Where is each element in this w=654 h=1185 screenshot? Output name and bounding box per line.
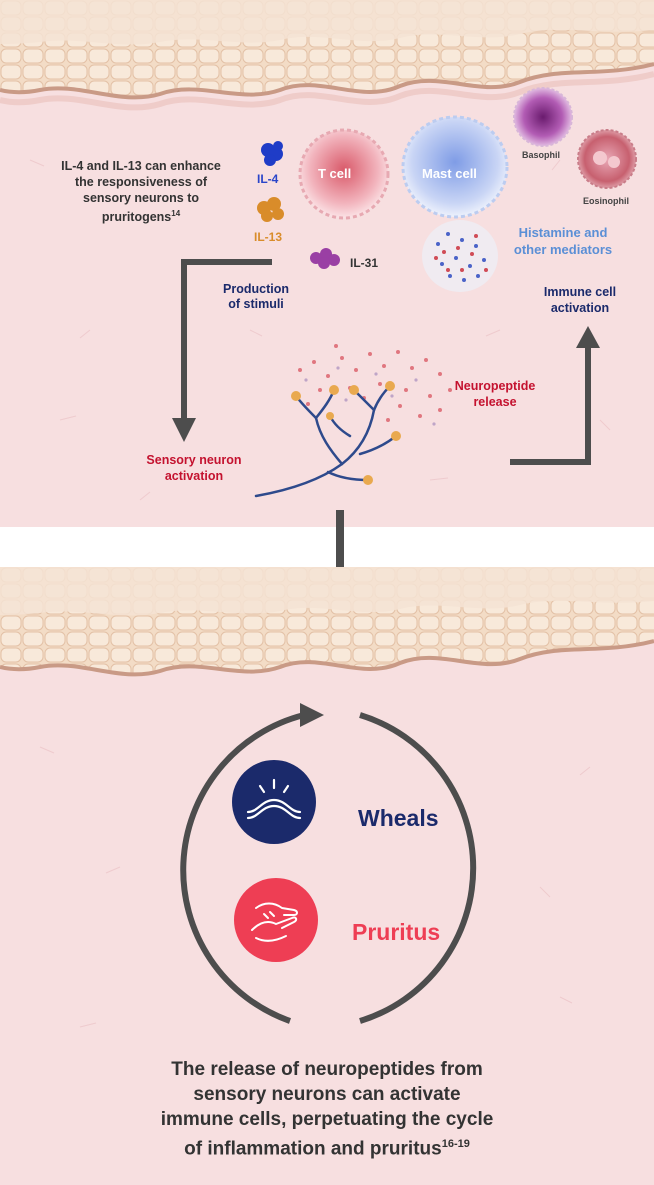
mediator-granules-icon (422, 220, 498, 292)
histamine-mediators-label: Histamine and other mediators (498, 224, 628, 258)
cytokine-note-line-2: the responsiveness of (75, 175, 207, 189)
cytokine-note-line-1: IL-4 and IL-13 can enhance (61, 159, 221, 173)
caption-reference: 16-19 (441, 1138, 470, 1150)
t-cell-label: T cell (318, 166, 352, 181)
cycle-caption: The release of neuropeptides from sensor… (100, 1057, 554, 1161)
production-line-1: Production (223, 282, 289, 296)
production-line-2: of stimuli (228, 297, 284, 311)
caption-line-4: of inflammation and pruritus (184, 1138, 442, 1160)
cycle-panel: Wheals Pruritus The release of neuropept… (0, 567, 654, 1185)
wheals-label: Wheals (358, 805, 439, 831)
neuropeptide-to-immune-arrow (510, 346, 591, 465)
histamine-line-2: other mediators (513, 242, 613, 257)
il31-protein-icon (310, 248, 340, 269)
immune-cell-activation-label: Immune cell activation (530, 284, 630, 316)
basophil-label: Basophil (522, 150, 561, 160)
il13-protein-icon (257, 197, 284, 222)
il4-label: IL-4 (257, 172, 279, 186)
eosinophil-label: Eosinophil (583, 196, 629, 206)
immune-line-1: Immune cell (543, 285, 617, 299)
mast-cell-icon (401, 115, 509, 219)
il4-protein-icon (261, 141, 283, 166)
cytokine-note-line-3: sensory neurons to (83, 191, 199, 205)
basophil-icon (513, 87, 573, 147)
histamine-line-1: Histamine and (518, 225, 608, 240)
pathway-arrows (172, 259, 600, 465)
production-to-sensory-arrow (181, 259, 272, 420)
pruritus-label: Pruritus (352, 919, 441, 945)
caption-line-2: sensory neurons can activate (193, 1084, 461, 1105)
neuropeptide-line-1: Neuropeptide (454, 379, 536, 393)
sensory-neuron-icon (254, 381, 401, 498)
il13-label: IL-13 (254, 230, 283, 244)
caption-line-1: The release of neuropeptides from (171, 1059, 483, 1080)
mast-cell-label: Mast cell (422, 166, 477, 181)
neuropeptide-line-2: release (473, 395, 517, 409)
neuropeptide-release-label: Neuropeptide release (446, 378, 544, 410)
cytokine-note-reference: 14 (171, 209, 181, 218)
sensory-line-2: activation (164, 469, 224, 483)
immune-line-2: activation (550, 301, 610, 315)
cytokine-note-line-4: pruritogens (101, 210, 172, 225)
eosinophil-icon (577, 129, 637, 189)
cytokine-enhancement-note: IL-4 and IL-13 can enhance the responsiv… (36, 158, 246, 225)
cycle-arrow-icon (180, 703, 477, 1024)
itch-inflammation-pathway-panel: T cell Mast cell Basophil Eosinophil IL-… (0, 0, 654, 527)
neuropeptide-particles-icon (298, 344, 452, 426)
wheals-icon (232, 760, 316, 844)
skin-background (0, 0, 654, 527)
skin-background-bottom (0, 567, 654, 1185)
sensory-line-1: Sensory neuron (146, 453, 242, 467)
pruritus-scratching-hand-icon (234, 878, 318, 962)
production-of-stimuli-label: Production of stimuli (214, 282, 298, 312)
sensory-neuron-activation-label: Sensory neuron activation (126, 452, 262, 484)
il31-label: IL-31 (350, 256, 379, 270)
caption-line-3: immune cells, perpetuating the cycle (160, 1109, 494, 1130)
t-cell-icon (298, 128, 390, 220)
